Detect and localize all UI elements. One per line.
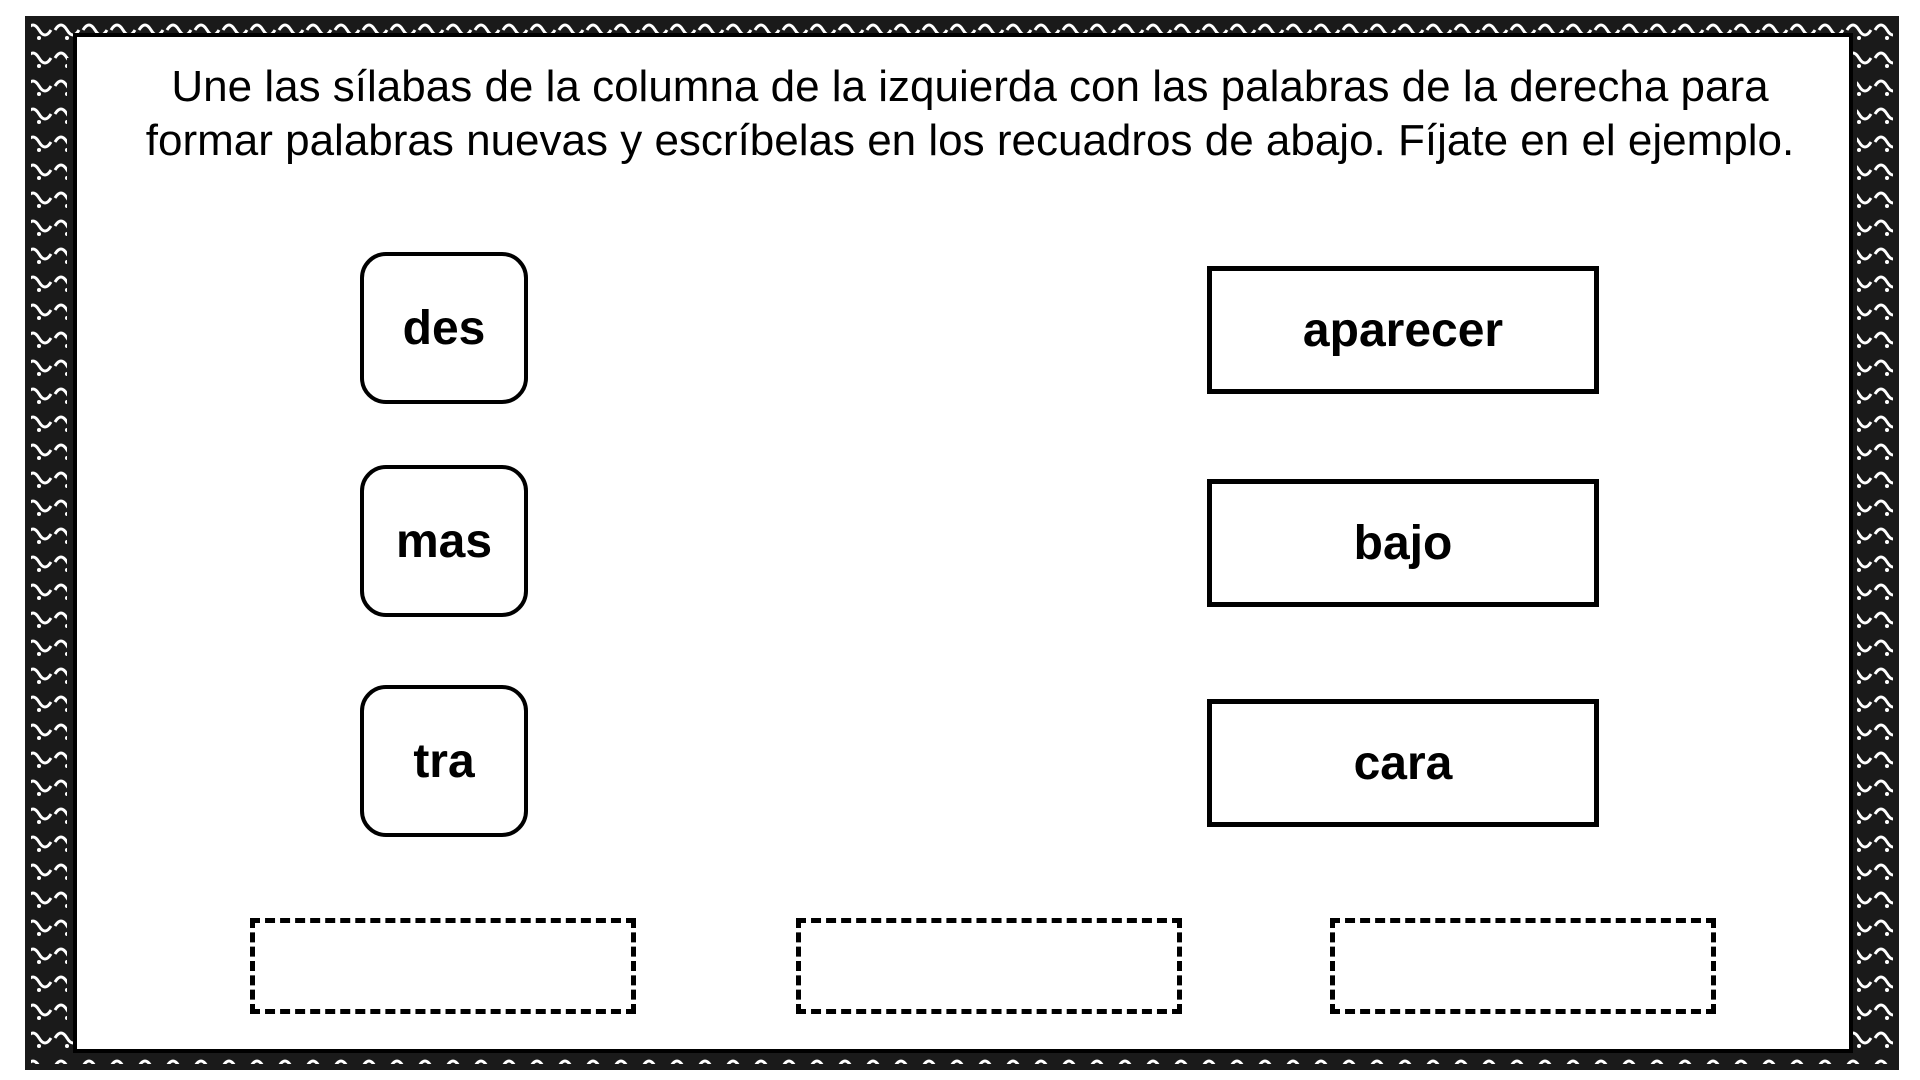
word-card-aparecer[interactable]: aparecer (1207, 266, 1599, 394)
answer-box-2[interactable] (796, 918, 1182, 1014)
syllable-card-mas[interactable]: mas (360, 465, 528, 617)
word-card-cara[interactable]: cara (1207, 699, 1599, 827)
syllable-card-tra[interactable]: tra (360, 685, 528, 837)
word-card-bajo[interactable]: bajo (1207, 479, 1599, 607)
answer-box-3[interactable] (1330, 918, 1716, 1014)
answer-box-1[interactable] (250, 918, 636, 1014)
instructions-text: Une las sílabas de la columna de la izqu… (145, 62, 1795, 165)
syllable-card-des[interactable]: des (360, 252, 528, 404)
